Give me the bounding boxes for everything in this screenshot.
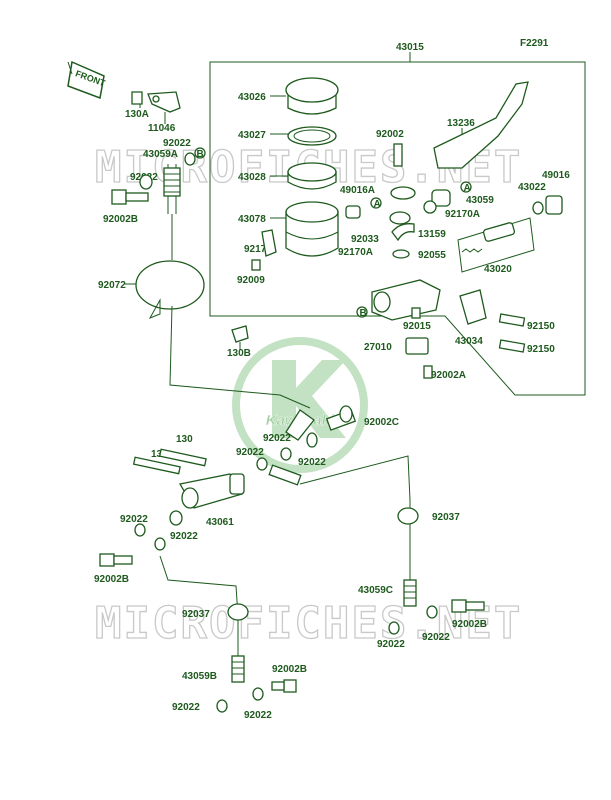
label-92022-r1: 92022	[377, 639, 405, 650]
label-92150-a: 92150	[527, 321, 555, 332]
label-92022-m3: 92022	[236, 447, 264, 458]
marker-b-tl	[194, 147, 206, 159]
label-92002B-tl: 92002B	[103, 214, 138, 225]
clamp-92037-l	[227, 603, 249, 621]
label-92002B-b: 92002B	[272, 664, 307, 675]
label-92022-l1: 92022	[120, 514, 148, 525]
label-130A: 130A	[125, 109, 149, 120]
joint-43061	[178, 473, 245, 509]
label-92055: 92055	[418, 250, 446, 261]
label-43061: 43061	[206, 517, 234, 528]
clamp-92037-r	[397, 507, 419, 525]
assembly-boundary	[209, 61, 586, 396]
label-43034: 43034	[455, 336, 483, 347]
label-92022-l2: 92022	[170, 531, 198, 542]
figure-code: F2291	[520, 38, 549, 49]
bolt-92002B-r	[451, 599, 485, 613]
label-13159: 13159	[418, 229, 446, 240]
front-arrow-icon: FRONT	[67, 60, 107, 100]
label-27010: 27010	[364, 342, 392, 353]
label-92002-top: 92002	[376, 129, 404, 140]
label-92002C: 92002C	[364, 417, 399, 428]
label-92002B-r: 92002B	[452, 619, 487, 630]
label-43028: 43028	[238, 172, 266, 183]
reservoir-cap-43026	[285, 77, 339, 115]
label-92022-m1: 92022	[263, 433, 291, 444]
pipe-13159	[391, 223, 415, 242]
brake-hose-upper	[169, 214, 311, 409]
bolt-92002B-l	[99, 553, 133, 567]
hose-clamp-92072	[135, 260, 205, 310]
label-43026: 43026	[238, 92, 266, 103]
lever-13236	[433, 81, 529, 169]
label-92150-b: 92150	[527, 344, 555, 355]
label-130-a: 130	[176, 434, 193, 445]
marker-b-body: B	[360, 308, 367, 319]
switch-27010	[405, 337, 429, 355]
label-43022: 43022	[518, 182, 546, 193]
label-49016A: 49016A	[340, 185, 375, 196]
label-43027: 43027	[238, 130, 266, 141]
label-92022-b2: 92022	[244, 710, 272, 721]
label-92037-r: 92037	[432, 512, 460, 523]
label-92002B-l: 92002B	[94, 574, 129, 585]
label-43015: 43015	[396, 42, 424, 53]
label-11046: 11046	[148, 123, 176, 134]
part-bracket-11046	[131, 91, 181, 113]
watermark-bottom: MICROFICHES.NET	[95, 598, 522, 649]
bolt-92002B-tl	[111, 189, 149, 205]
label-13236: 13236	[447, 118, 475, 129]
label-92072: 92072	[98, 280, 126, 291]
label-92009: 92009	[237, 275, 265, 286]
label-92022-b1: 92022	[172, 702, 200, 713]
holder-43034	[459, 289, 487, 325]
label-43059A: 43059A	[143, 149, 178, 160]
label-92170: 92170	[244, 244, 272, 255]
label-130B: 130B	[227, 348, 251, 359]
screw-92002	[393, 143, 403, 167]
brake-hose-right	[299, 455, 411, 600]
label-43059B: 43059B	[182, 671, 217, 682]
label-43078: 43078	[238, 214, 266, 225]
marker-a-1: A	[374, 199, 381, 210]
label-49016: 49016	[542, 170, 570, 181]
label-92022-tl: 92022	[163, 138, 191, 149]
bolt-92002B-b	[271, 679, 297, 693]
label-92033: 92033	[351, 234, 379, 245]
marker-a-2: A	[464, 183, 471, 194]
marker-b-tl-text: B	[197, 149, 204, 160]
label-92170A-l: 92170A	[338, 247, 373, 258]
label-92037-l: 92037	[182, 609, 210, 620]
brake-hose-lower	[159, 555, 239, 660]
label-92022-m2: 92022	[298, 457, 326, 468]
label-92170A-r: 92170A	[445, 209, 480, 220]
piston-set-43020	[461, 222, 516, 253]
bolt-92002C	[325, 405, 357, 431]
label-43059C: 43059C	[358, 585, 393, 596]
label-92002A: 92002A	[431, 370, 466, 381]
master-cylinder-body	[371, 279, 441, 321]
label-92015: 92015	[403, 321, 431, 332]
label-43020: 43020	[484, 264, 512, 275]
clamp-92170	[261, 229, 277, 257]
washer-92055	[392, 249, 410, 259]
reservoir-43078	[285, 201, 339, 257]
boot-49016A	[390, 186, 416, 200]
label-92022-r2: 92022	[422, 632, 450, 643]
label-43059: 43059	[466, 195, 494, 206]
